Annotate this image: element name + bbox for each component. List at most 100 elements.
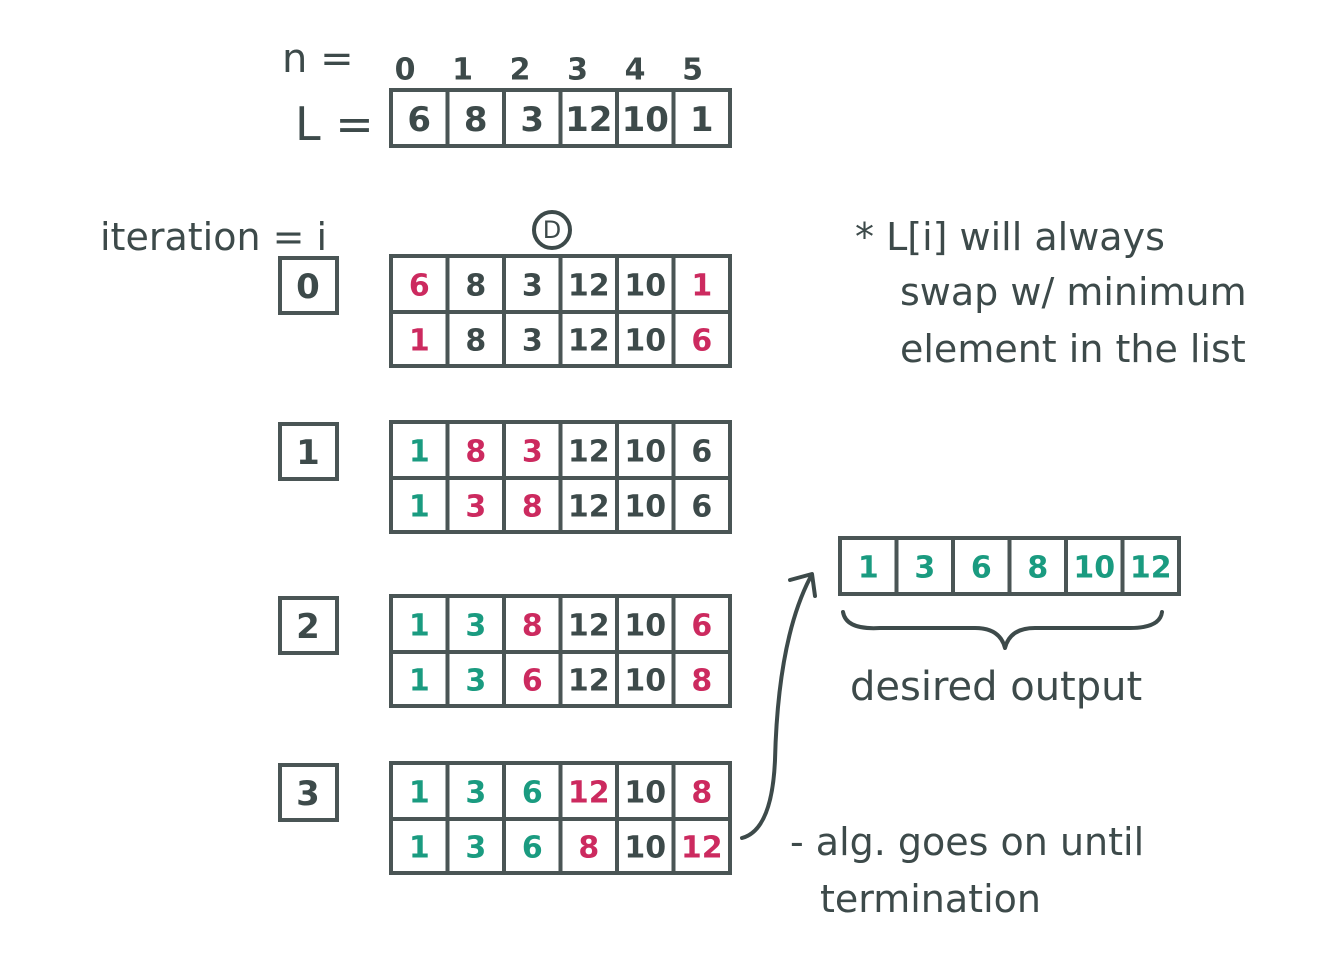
cell-value: 12	[568, 269, 610, 304]
cell-value: 12	[568, 664, 610, 699]
cell-value: 1	[409, 664, 430, 699]
cell-value: 1	[690, 100, 714, 140]
iteration-index-label: 3	[296, 774, 320, 814]
index-label: 4	[625, 53, 646, 88]
cell-value: 10	[624, 269, 666, 304]
cell-value: 3	[914, 551, 935, 586]
cell-value: 10	[624, 831, 666, 866]
cell-value: 6	[691, 490, 712, 525]
iteration-index-box	[278, 763, 339, 822]
l-label: L =	[295, 97, 374, 151]
cell-border	[671, 476, 732, 534]
iteration-index-box	[278, 422, 339, 481]
cell-value: 3	[522, 324, 543, 359]
cell-value: 6	[522, 831, 543, 866]
cell-value: 8	[578, 831, 599, 866]
termination-line-1: - alg. goes on until	[790, 820, 1144, 864]
swap-note: * L[i] will always swap w/ minimum eleme…	[855, 215, 1247, 371]
cell-value: 12	[568, 776, 610, 811]
cell-value: 3	[522, 435, 543, 470]
cell-value: 3	[465, 490, 486, 525]
cell-value: 10	[624, 609, 666, 644]
note-line-3: element in the list	[900, 327, 1246, 371]
cell-value: 8	[465, 269, 486, 304]
cell-border	[671, 88, 732, 148]
cell-value: 10	[624, 664, 666, 699]
cell-value: 10	[622, 100, 669, 140]
termination-line-2: termination	[820, 877, 1041, 921]
cell-value: 1	[858, 551, 879, 586]
cell-value: 12	[568, 609, 610, 644]
cell-value: 6	[522, 664, 543, 699]
cell-value: 1	[409, 831, 430, 866]
cell-value: 12	[565, 100, 612, 140]
cell-value: 12	[568, 490, 610, 525]
cell-value: 10	[624, 435, 666, 470]
cell-value: 8	[522, 609, 543, 644]
cell-value: 1	[409, 324, 430, 359]
cell-value: 1	[409, 435, 430, 470]
iteration-label: iteration = i	[100, 215, 327, 259]
cell-value: 10	[624, 324, 666, 359]
cell-value: 8	[522, 490, 543, 525]
iteration-index-label: 2	[296, 607, 320, 647]
cell-value: 12	[568, 324, 610, 359]
iteration-index-label: 0	[296, 267, 320, 307]
cell-value: 3	[465, 831, 486, 866]
cell-border	[671, 310, 732, 368]
cell-border	[1120, 536, 1181, 596]
cell-value: 8	[465, 435, 486, 470]
cell-value: 3	[522, 269, 543, 304]
note-line-1: * L[i] will always	[855, 215, 1165, 259]
cell-value: 8	[691, 776, 712, 811]
cell-value: 1	[409, 609, 430, 644]
cell-value: 10	[624, 490, 666, 525]
cell-value: 1	[691, 269, 712, 304]
cell-value: 6	[691, 609, 712, 644]
arrow-head-icon	[788, 572, 817, 598]
cell-value: 1	[409, 490, 430, 525]
continuation-arrow	[740, 576, 812, 840]
cell-value: 8	[465, 324, 486, 359]
cell-value: 6	[522, 776, 543, 811]
cell-value: 3	[465, 664, 486, 699]
index-label: 1	[452, 53, 473, 88]
cell-value: 8	[1027, 551, 1048, 586]
cell-value: 6	[407, 100, 431, 140]
cell-value: 6	[691, 324, 712, 359]
index-label: 0	[395, 53, 416, 88]
cell-value: 1	[409, 776, 430, 811]
cell-value: 3	[520, 100, 544, 140]
cell-value: 10	[1073, 551, 1115, 586]
cell-value: 12	[681, 831, 723, 866]
desired-output-label: desired output	[850, 664, 1142, 710]
cell-value: 12	[1130, 551, 1172, 586]
cell-value: 3	[465, 776, 486, 811]
cell-value: 6	[691, 435, 712, 470]
cell-value: 8	[464, 100, 488, 140]
index-label: 2	[510, 53, 531, 88]
cell-value: 6	[409, 269, 430, 304]
index-label: 3	[567, 53, 588, 88]
cell-value: 3	[465, 609, 486, 644]
cell-value: 6	[971, 551, 992, 586]
cell-border	[671, 817, 732, 875]
cell-value: 12	[568, 435, 610, 470]
